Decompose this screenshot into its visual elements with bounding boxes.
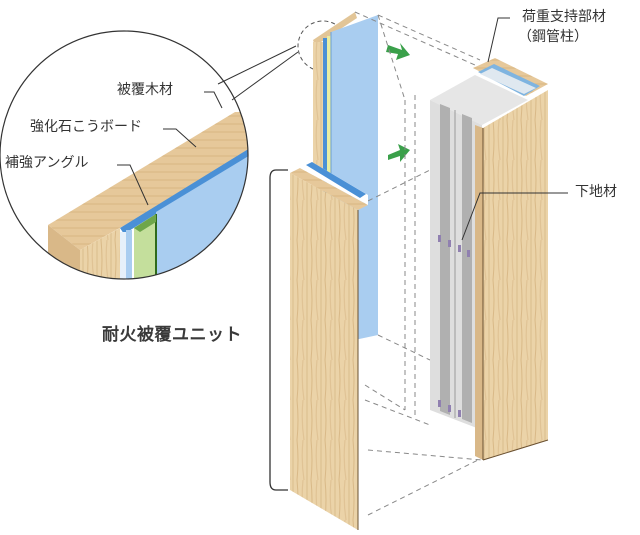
assembly-guide-lines <box>354 11 483 516</box>
front-wood-panel <box>290 162 368 530</box>
magnifier-leader-bottom <box>231 51 299 101</box>
leader-furring <box>461 192 568 241</box>
covering-wood-end <box>48 225 80 279</box>
label-covering-wood: 被覆木材 <box>117 82 173 98</box>
fireproof-unit-bracket <box>269 169 288 491</box>
leader-load-bearing <box>487 17 510 63</box>
covering-wood-face <box>80 228 120 279</box>
gypsum-edge <box>120 148 248 234</box>
right-wood-cladding <box>473 58 549 461</box>
steel-column <box>430 75 528 430</box>
covering-wood-top <box>48 112 248 250</box>
magnifier-leader-top <box>217 45 297 85</box>
label-load-bearing-member: 荷重支持部材 <box>522 9 606 25</box>
label-fireproof-unit: 耐火被覆ユニット <box>102 325 242 345</box>
label-reinforcing-angle: 補強アングル <box>5 155 89 171</box>
label-reinforced-gypsum-board: 強化石こうボード <box>30 119 142 135</box>
assembly-arrow-lower <box>388 144 410 162</box>
label-furring-member: 下地材 <box>575 184 617 200</box>
label-steel-column: （鋼管柱） <box>518 29 588 45</box>
magnifier-outline <box>0 30 249 280</box>
detail-magnifier <box>0 30 299 280</box>
assembly-arrow-upper <box>386 43 410 60</box>
